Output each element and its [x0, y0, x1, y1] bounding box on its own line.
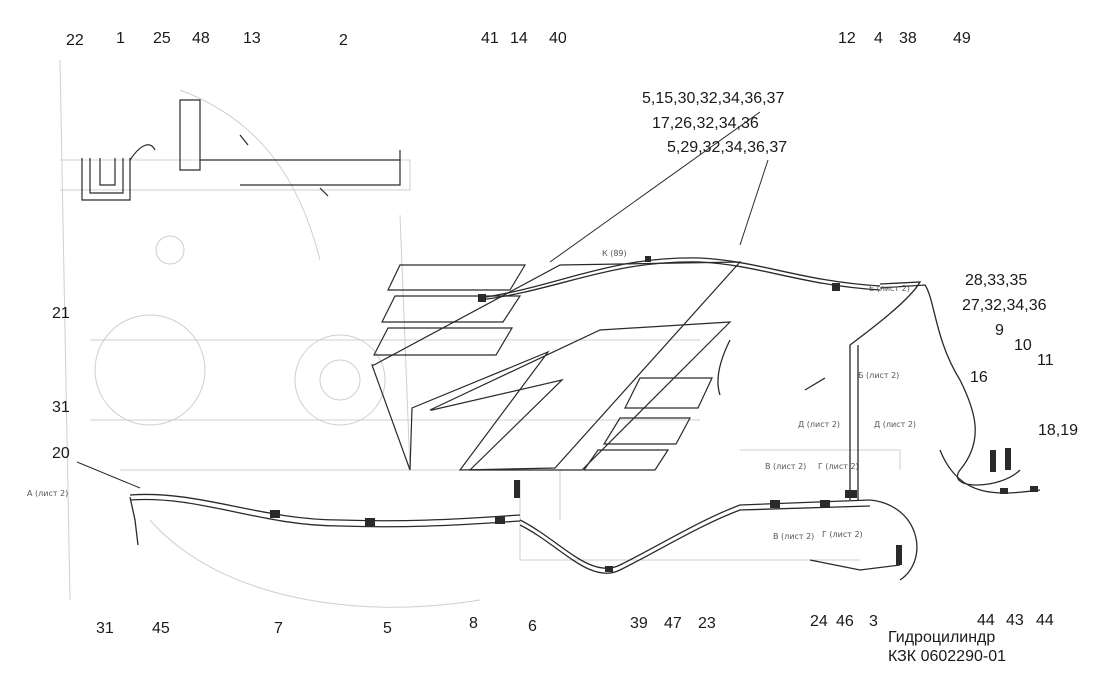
- callout-31-left: 31: [52, 399, 70, 416]
- section-mark-v2: В (лист 2): [773, 532, 815, 541]
- section-mark-g2: Г (лист 2): [822, 530, 863, 539]
- callout-9: 9: [995, 322, 1004, 339]
- callout-6: 6: [528, 618, 537, 635]
- callout-28-33-35: 28,33,35: [965, 272, 1028, 289]
- callout-24: 24: [810, 613, 828, 630]
- callout-23: 23: [698, 615, 716, 632]
- callout-41: 41: [481, 30, 499, 47]
- upper-left-cylinder: [81, 99, 401, 201]
- callout-3: 3: [869, 613, 878, 630]
- callout-22: 22: [66, 32, 84, 49]
- title-line-2: КЗК 0602290-01: [888, 648, 1006, 666]
- callout-group-2: 17,26,32,34,36: [652, 115, 759, 132]
- callout-49: 49: [953, 30, 971, 47]
- section-mark-k: К (89): [602, 249, 627, 258]
- section-mark-d2: Д (лист 2): [874, 420, 917, 429]
- leader-lines: [76, 111, 769, 489]
- section-mark-g1: Г (лист 2): [818, 462, 859, 471]
- callout-10: 10: [1014, 337, 1032, 354]
- callout-44-left: 44: [977, 612, 995, 629]
- section-mark-b: Б (лист 2): [858, 371, 900, 380]
- callout-group-3: 5,29,32,34,36,37: [667, 139, 788, 156]
- callout-25: 25: [153, 30, 171, 47]
- callout-14: 14: [510, 30, 528, 47]
- callout-39: 39: [630, 615, 648, 632]
- callout-4: 4: [874, 30, 883, 47]
- section-mark-d1: Д (лист 2): [798, 420, 841, 429]
- section-mark-v1: В (лист 2): [765, 462, 807, 471]
- title-line-1: Гидроцилиндр: [888, 629, 996, 646]
- callout-48: 48: [192, 30, 210, 47]
- callout-47: 47: [664, 615, 682, 632]
- callout-13: 13: [243, 30, 261, 47]
- callout-45: 45: [152, 620, 170, 637]
- callout-1: 1: [116, 30, 125, 47]
- callout-40: 40: [549, 30, 567, 47]
- callout-38: 38: [899, 30, 917, 47]
- callout-46: 46: [836, 613, 854, 630]
- callout-11: 11: [1037, 352, 1054, 369]
- callout-43: 43: [1006, 612, 1024, 629]
- callout-8: 8: [469, 615, 478, 632]
- section-mark-e: Е (лист 2): [869, 284, 910, 293]
- diagram-title: Гидроцилиндр КЗК 0602290-01: [888, 628, 1006, 666]
- callout-group-1: 5,15,30,32,34,36,37: [642, 90, 785, 107]
- callout-2: 2: [339, 32, 348, 49]
- callout-12: 12: [838, 30, 856, 47]
- callout-18-19: 18,19: [1038, 422, 1079, 439]
- callout-31-bottom: 31: [96, 620, 114, 637]
- section-mark-a: А (лист 2): [27, 489, 69, 498]
- fittings: [270, 256, 1038, 572]
- callout-7: 7: [274, 620, 283, 637]
- central-frame: [371, 261, 742, 471]
- callout-16: 16: [970, 369, 988, 386]
- callout-27-32-34-36: 27,32,34,36: [962, 297, 1047, 314]
- callout-21: 21: [52, 305, 70, 322]
- callout-20: 20: [52, 445, 70, 462]
- hydraulic-lines: [129, 257, 1041, 581]
- callout-44-right: 44: [1036, 612, 1054, 629]
- callout-5: 5: [383, 620, 392, 637]
